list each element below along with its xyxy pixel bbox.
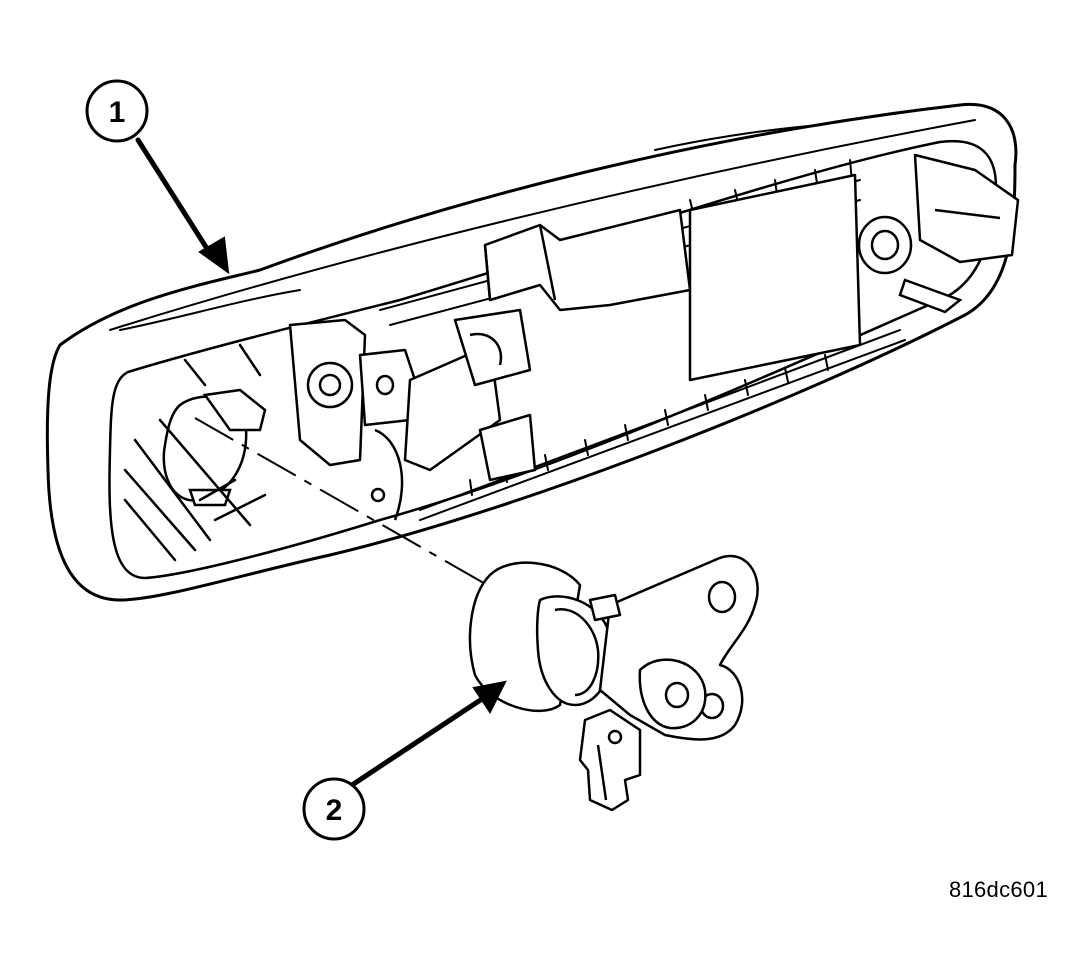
- callout-2-label: 2: [326, 794, 343, 827]
- figure-id-label: 816dc601: [948, 877, 1048, 902]
- callout-1: 1: [85, 79, 149, 143]
- right-pivot-boss: [857, 153, 1020, 314]
- handle-linkage-mechanism: [288, 308, 537, 521]
- callout-2: 2: [302, 777, 366, 841]
- lock-cylinder-socket: [123, 343, 267, 562]
- lock-cylinder: [468, 554, 759, 812]
- callout-arrow-1: [135, 137, 230, 275]
- callout-arrow-2: [349, 680, 507, 788]
- handle-center-block: [483, 173, 862, 382]
- assembly-alignment-line: [194, 417, 511, 599]
- callout-1-label: 1: [109, 96, 126, 129]
